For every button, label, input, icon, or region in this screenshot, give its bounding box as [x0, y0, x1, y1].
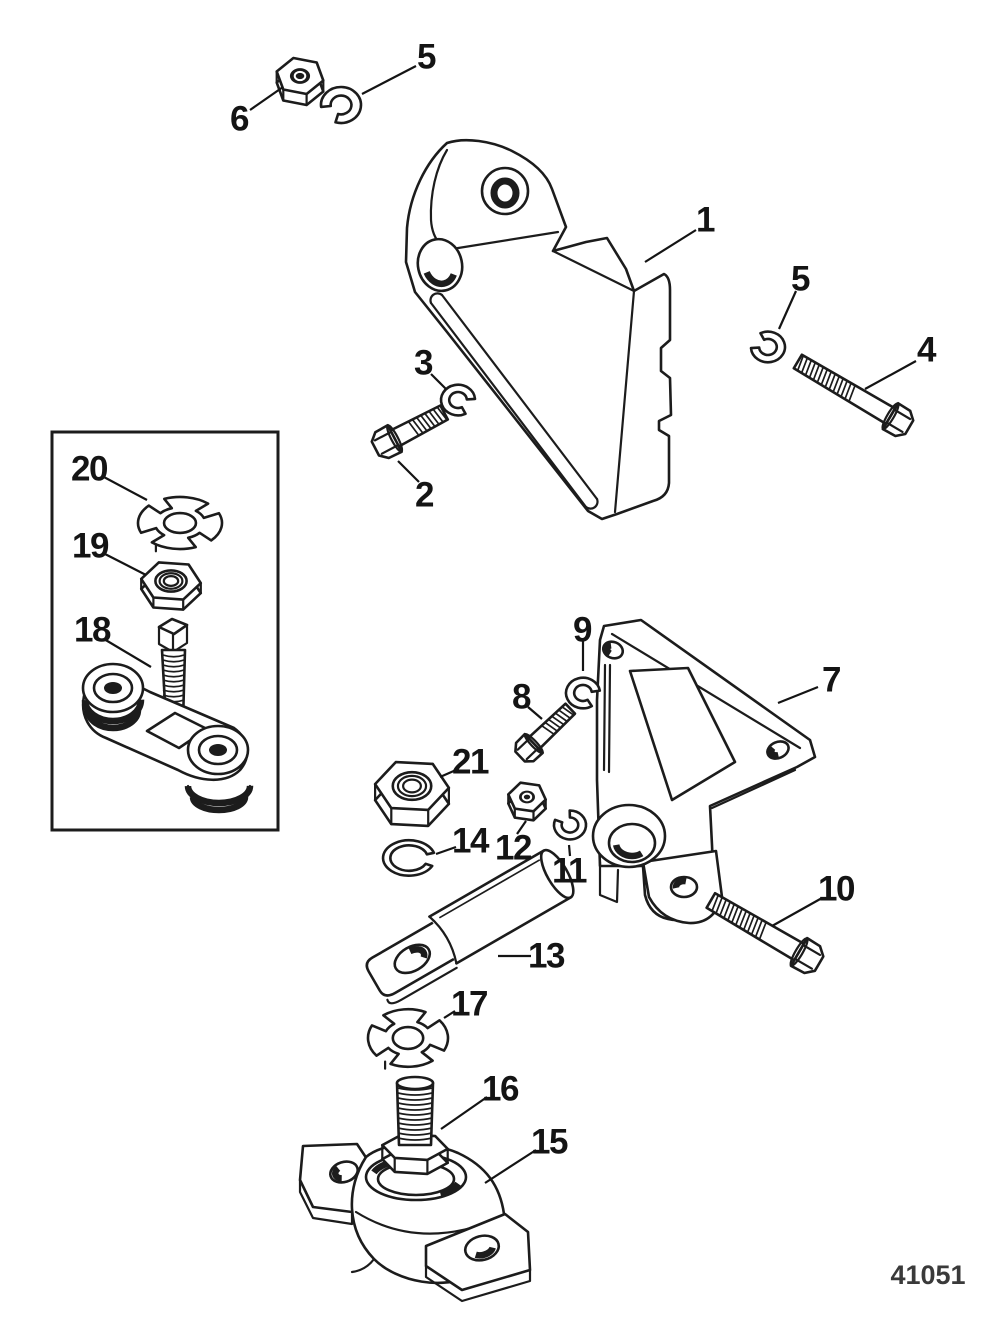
part-7-mount-bracket: [591, 618, 817, 925]
part-17-tab-washer-glyph: [366, 1007, 450, 1070]
part-14-washer-glyph: [381, 838, 436, 877]
leader-line-11: [567, 844, 572, 857]
part-16-threaded-stud-glyph: [381, 1075, 449, 1176]
part-label-20: 20: [71, 450, 108, 489]
part-label-10: 10: [818, 870, 855, 909]
part-label-5: 5: [791, 260, 810, 299]
part-13-spacer-coupler-glyph: [365, 848, 575, 1005]
part-6-hex-nut-glyph: [275, 56, 325, 107]
leader-line-8: [527, 706, 543, 720]
part-label-16: 16: [482, 1070, 519, 1109]
part-20-tab-washer-glyph: [136, 495, 224, 553]
part-label-14: 14: [452, 822, 490, 861]
part-label-5: 5: [417, 38, 436, 77]
part-2-hex-bolt-glyph: [370, 404, 450, 460]
leader-line-2: [397, 460, 420, 483]
part-label-13: 13: [528, 937, 565, 976]
leader-line-1: [644, 229, 697, 263]
part-8-hex-bolt-glyph: [514, 702, 577, 763]
bracket-boss: [480, 166, 530, 216]
part-label-2: 2: [415, 476, 434, 515]
part-4-hex-bolt-glyph: [792, 353, 915, 438]
part-3-lock-washer-glyph: [439, 383, 477, 417]
part-label-19: 19: [72, 527, 109, 566]
leader-line-21: [439, 768, 457, 779]
part-12-hex-nut-glyph: [507, 781, 547, 822]
leader-line-12: [516, 820, 527, 835]
leader-line-4: [864, 360, 917, 390]
leader-line-3: [430, 373, 447, 390]
part-label-1: 1: [696, 201, 715, 240]
part-9-lock-washer-glyph: [564, 676, 602, 710]
part-5-lock-washer-glyph: [319, 85, 363, 125]
part-label-8: 8: [512, 678, 531, 717]
inset-box: [50, 430, 280, 832]
part-label-9: 9: [573, 611, 592, 650]
part-19-hex-nut-glyph: [139, 561, 203, 611]
part-18-link-assembly: [50, 430, 280, 832]
part-label-11: 11: [552, 852, 587, 891]
leader-line-18: [103, 638, 152, 668]
part-1-engine-bracket: [404, 138, 673, 521]
part-21-hex-nut-glyph: [373, 760, 451, 828]
drawing-number: 41051: [890, 1260, 965, 1290]
part-label-3: 3: [414, 344, 433, 383]
part-label-21: 21: [452, 743, 489, 782]
bracket-boss-hole: [490, 177, 520, 209]
part-11-lock-washer-glyph: [552, 809, 588, 841]
leader-line-6: [249, 86, 284, 111]
part-label-12: 12: [495, 829, 532, 868]
part-label-4: 4: [917, 331, 937, 370]
part-label-15: 15: [531, 1123, 568, 1162]
part-label-7: 7: [822, 661, 840, 700]
part-label-18: 18: [74, 611, 111, 650]
part-5-lock-washer-glyph: [749, 330, 787, 364]
hardware-layer: [136, 56, 915, 1176]
leader-line-14: [435, 845, 457, 856]
leader-line-20: [101, 475, 148, 501]
part-label-6: 6: [230, 100, 249, 139]
leader-line-10: [771, 897, 823, 927]
leader-line-16: [440, 1096, 488, 1130]
leader-line-15: [484, 1149, 537, 1184]
leader-line-5: [777, 290, 798, 330]
part-10-hex-bolt-glyph: [705, 891, 825, 975]
leader-line-19: [102, 552, 147, 576]
part-label-17: 17: [451, 985, 487, 1024]
leader-line-17: [443, 1010, 456, 1019]
leader-line-5: [361, 65, 417, 95]
leader-line-7: [777, 685, 819, 705]
